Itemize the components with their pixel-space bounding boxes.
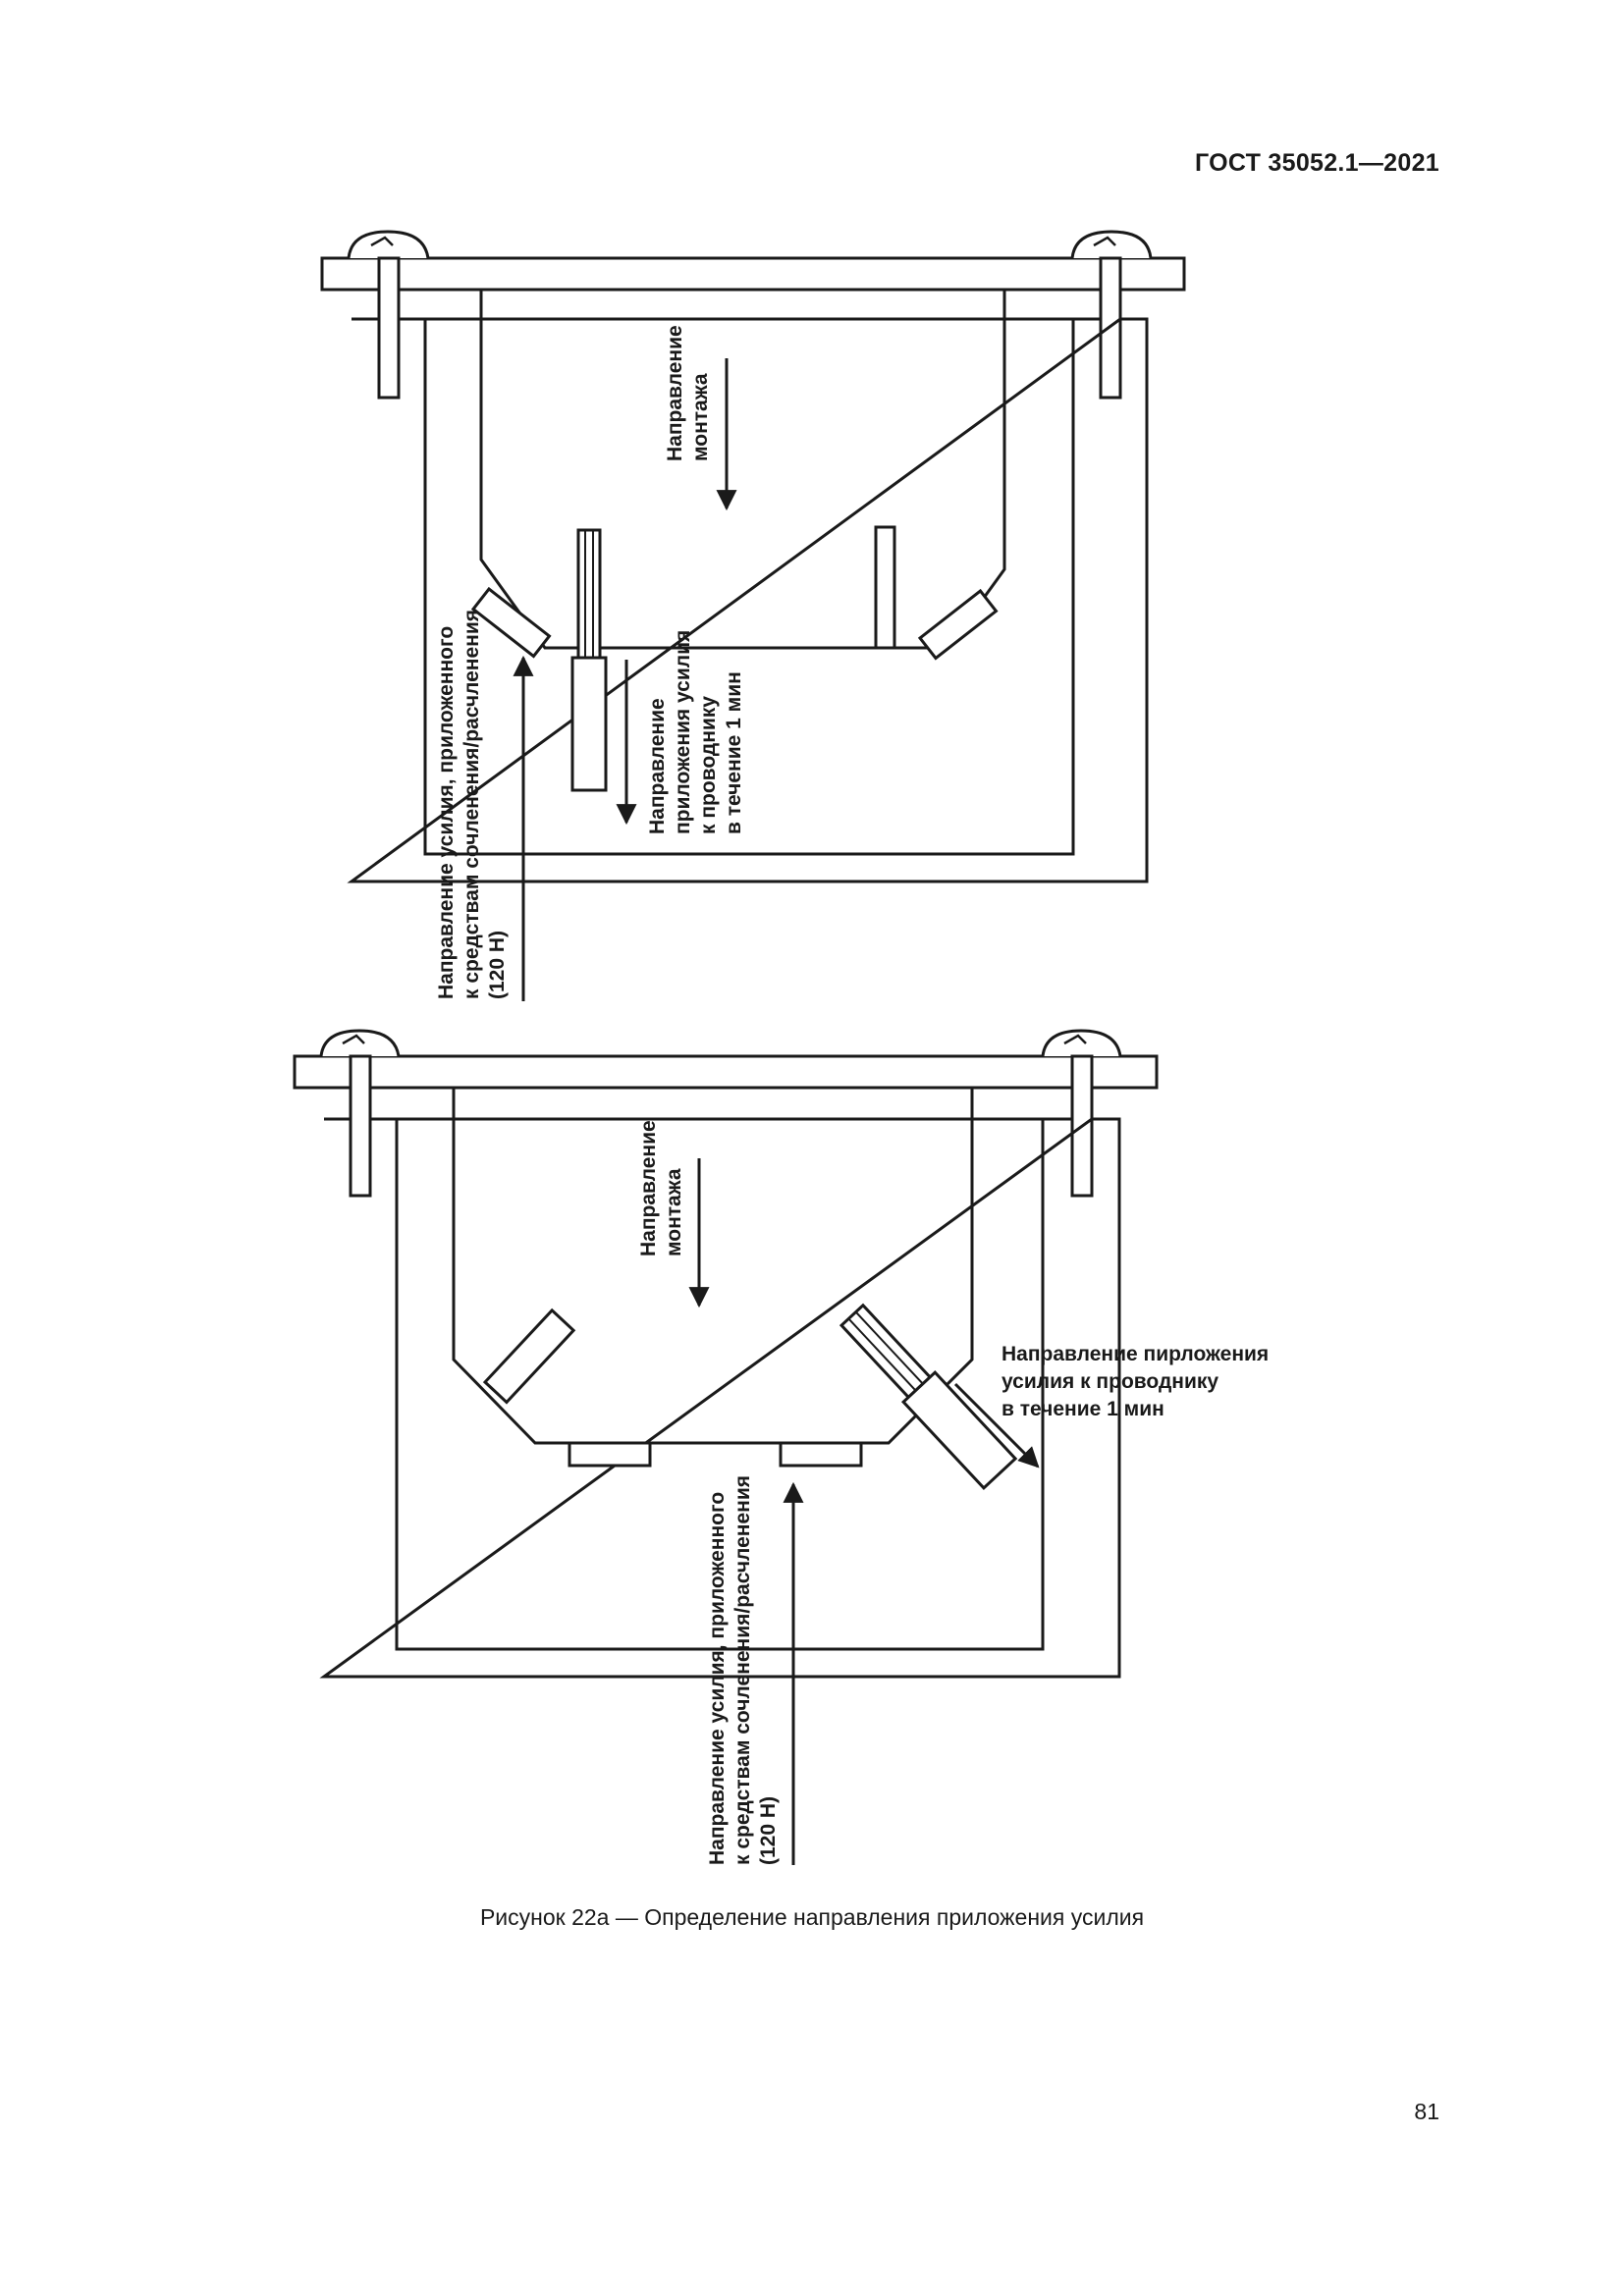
bottom-arrows	[688, 1158, 1040, 1865]
top-conductor-label: Направление приложения усилия к проводни…	[646, 624, 745, 834]
figure-caption: Рисунок 22а — Определение направления пр…	[479, 1904, 1145, 1930]
top-conductor-sleeve	[570, 656, 608, 792]
top-assembly	[320, 230, 1186, 883]
bottom-right-pin	[779, 1441, 863, 1468]
top-mounting-plate	[320, 256, 1186, 292]
bottom-inner-box	[395, 1119, 1045, 1651]
top-connector-body	[479, 290, 1006, 650]
top-left-latch	[470, 586, 552, 659]
top-conductor-wire	[576, 528, 602, 660]
bottom-right-screw-head	[1041, 1029, 1122, 1057]
bottom-mounting-label: Направление монтажа	[637, 1114, 685, 1256]
top-outer-box	[347, 317, 1149, 883]
bottom-conductor-sleeve	[900, 1370, 1018, 1491]
bottom-conductor-label: Направление пирложения усилия к проводни…	[1001, 1343, 1274, 1420]
top-inner-box	[423, 319, 1075, 856]
top-right-screw-head	[1070, 230, 1153, 259]
bottom-outer-box	[319, 1117, 1121, 1679]
bottom-left-pin	[568, 1441, 652, 1468]
bottom-conductor-arrow	[953, 1382, 1040, 1468]
bottom-left-screw-head	[319, 1029, 401, 1057]
bottom-coupling-label: Направление усилия, приложенного к средс…	[706, 1469, 780, 1865]
standard-header: ГОСТ 35052.1—2021	[1194, 149, 1439, 177]
top-right-pin	[874, 525, 896, 650]
top-coupling-label: Направление усилия, приложенного к средс…	[435, 604, 509, 999]
bottom-connector-body	[452, 1088, 974, 1445]
top-left-screw-head	[347, 230, 430, 259]
bottom-left-screw-shaft	[349, 1054, 372, 1198]
top-left-screw-shaft	[377, 256, 401, 400]
bottom-conductor	[839, 1303, 1018, 1491]
bottom-left-latch	[482, 1308, 576, 1405]
bottom-mounting-plate	[293, 1054, 1159, 1090]
top-mounting-label: Направление монтажа	[664, 319, 712, 461]
bottom-assembly	[293, 1029, 1159, 1679]
top-right-latch	[917, 588, 999, 661]
top-arrows	[513, 358, 737, 1001]
page-number: 81	[1414, 2099, 1439, 2124]
